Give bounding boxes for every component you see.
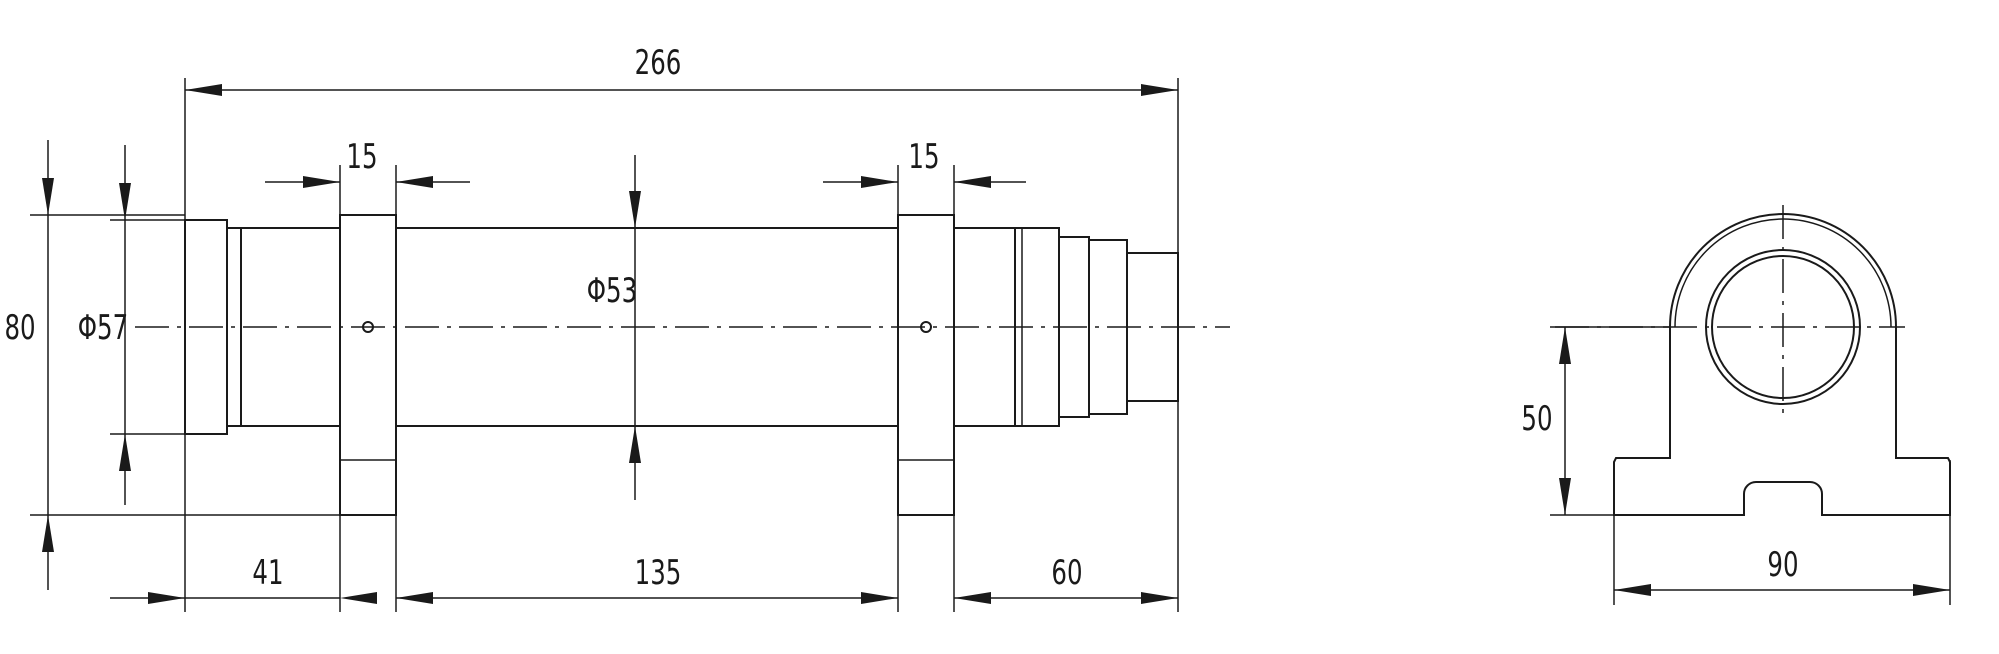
dim-overall-length: 266	[184, 43, 1179, 612]
dim-right-offset-text: 60	[1051, 553, 1082, 592]
dim-right-width-text: 15	[908, 137, 939, 176]
left-support-block	[339, 214, 397, 516]
end-view: 50 90	[1521, 205, 1951, 605]
dim-height-text: 80	[4, 308, 35, 347]
bearing-inner-circle	[1711, 255, 1855, 399]
dim-center-diameter: Φ53	[587, 155, 641, 500]
right-support-block	[897, 214, 955, 516]
left-pivot-hole	[362, 321, 374, 333]
dim-end-height-text: 50	[1521, 399, 1552, 438]
dim-left-offset-text: 41	[252, 553, 283, 592]
pedestal-outer-arc	[1674, 218, 1892, 328]
dim-left-diameter: Φ57	[78, 145, 185, 505]
side-view: 266 15 15	[4, 43, 1230, 612]
dim-overall-length-text: 266	[635, 43, 682, 82]
dim-bottom-chain: 41 135 60	[110, 515, 1178, 612]
dim-end-height: 50	[1521, 326, 1670, 516]
right-pivot-hole	[920, 321, 932, 333]
dim-end-width-text: 90	[1767, 545, 1798, 584]
dim-left-diameter-text: Φ57	[78, 308, 128, 347]
dim-center-diameter-text: Φ53	[587, 271, 637, 310]
dim-center-span-text: 135	[635, 553, 682, 592]
left-collar	[226, 227, 242, 427]
dim-left-width: 15	[265, 137, 470, 215]
dim-right-width: 15	[823, 137, 1026, 215]
dim-left-width-text: 15	[346, 137, 377, 176]
pedestal-outline	[1613, 213, 1951, 516]
dim-end-width: 90	[1613, 460, 1951, 605]
bearing-outer-circle	[1705, 249, 1861, 405]
dim-height: 80	[4, 140, 340, 590]
